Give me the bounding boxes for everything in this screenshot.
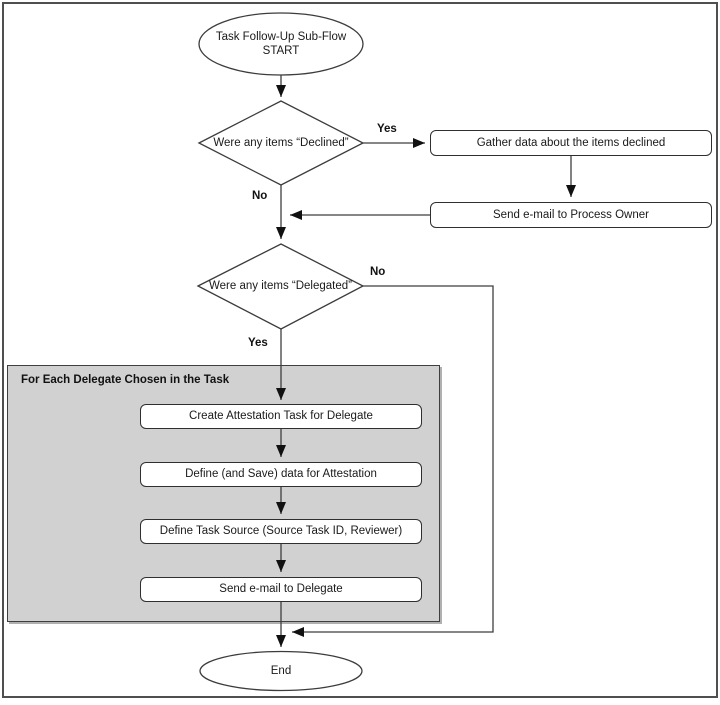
label-yes-declined: Yes <box>377 123 397 135</box>
process-send-email-owner: Send e-mail to Process Owner <box>430 202 712 228</box>
process-define-task-source: Define Task Source (Source Task ID, Revi… <box>140 519 422 544</box>
group-title: For Each Delegate Chosen in the Task <box>21 374 230 386</box>
start-node: Task Follow-Up Sub-Flow START <box>201 15 361 73</box>
label-no-declined: No <box>252 190 268 202</box>
process-define-save-data: Define (and Save) data for Attestation <box>140 462 422 487</box>
decision-declined: Were any items “Declined” <box>213 136 349 149</box>
start-node-line2: START <box>262 45 300 57</box>
label-no-delegated: No <box>370 266 386 278</box>
process-gather-data: Gather data about the items declined <box>430 130 712 156</box>
end-node: End <box>270 664 292 677</box>
decision-delegated: Were any items “Delegated” <box>209 280 352 293</box>
label-yes-delegated: Yes <box>248 337 268 349</box>
process-send-email-delegate: Send e-mail to Delegate <box>140 577 422 602</box>
process-create-attestation-task: Create Attestation Task for Delegate <box>140 404 422 429</box>
start-node-line1: Task Follow-Up Sub-Flow <box>215 30 347 43</box>
